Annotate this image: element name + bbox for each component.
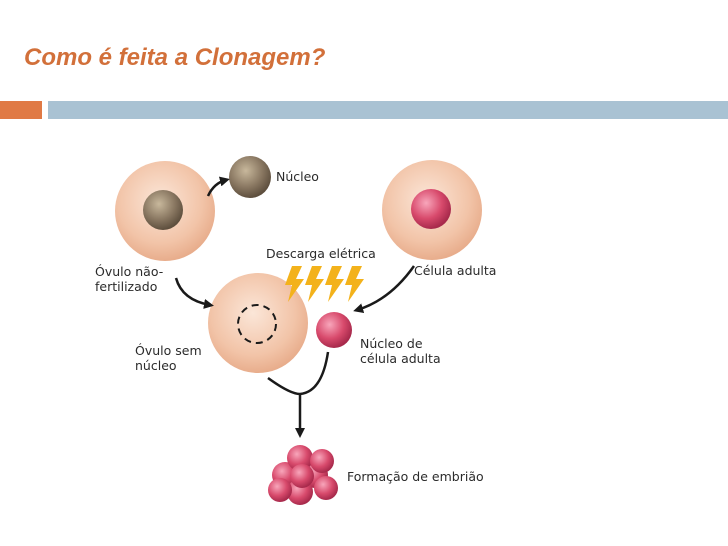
label-electric-discharge: Descarga elétrica (266, 246, 376, 261)
extracted-nucleus (229, 156, 271, 198)
egg-without-nucleus (208, 273, 308, 373)
embryo (268, 445, 338, 505)
unfertilized-egg (115, 161, 215, 261)
slide-title: Como é feita a Clonagem? (24, 44, 326, 71)
arrow-icon (174, 176, 416, 438)
label-adult-nucleus-2: célula adulta (360, 351, 441, 366)
lightning-icon (285, 266, 364, 302)
accent-bar (0, 101, 42, 119)
arrow-adult-to-nucleus (353, 265, 416, 314)
label-unfertilized-egg-2: fertilizado (95, 279, 157, 294)
adult-cell (382, 160, 482, 260)
header-bar (48, 101, 728, 119)
adult-nucleus (316, 312, 352, 348)
label-adult-cell: Célula adulta (414, 263, 496, 278)
arrow-nucleus-out (206, 176, 230, 197)
label-egg-without-nucleus-1: Óvulo sem (135, 343, 202, 358)
label-adult-nucleus-1: Núcleo de (360, 336, 423, 351)
label-embryo-formation: Formação de embrião (347, 469, 484, 484)
label-nucleus: Núcleo (276, 169, 319, 184)
arrow-egg-to-enucleated (174, 277, 214, 309)
label-unfertilized-egg-1: Óvulo não- (95, 264, 163, 279)
label-egg-without-nucleus-2: núcleo (135, 358, 177, 373)
